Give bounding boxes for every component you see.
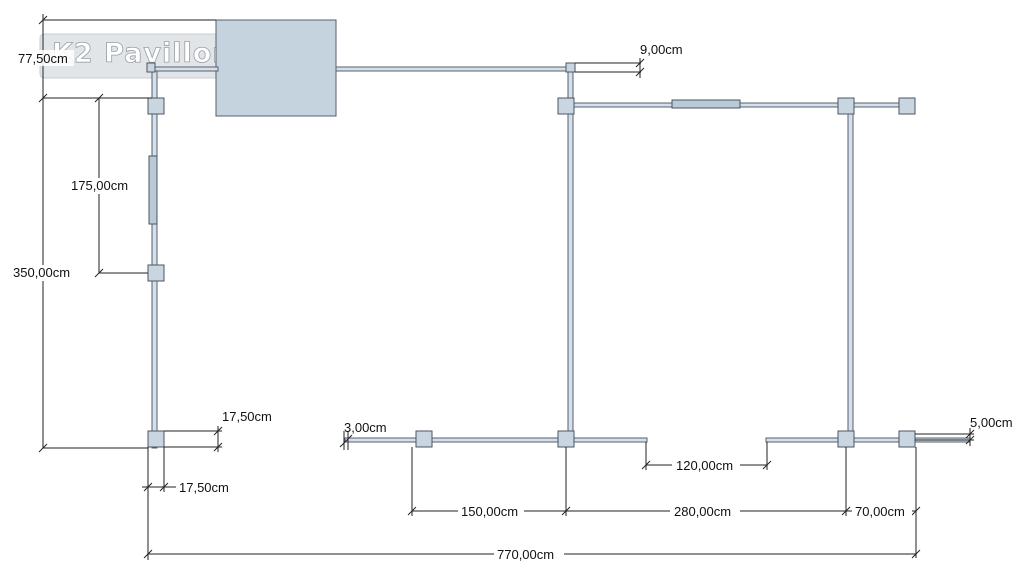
post-mid-top xyxy=(557,97,575,115)
logo-text: K2 Pavillon xyxy=(52,38,233,69)
label-segment-middle: 280,00cm xyxy=(674,504,731,519)
posts xyxy=(146,62,916,448)
post-bottom-right xyxy=(837,430,855,448)
label-top-gap: 9,00cm xyxy=(640,42,683,57)
label-right-stub: 5,00cm xyxy=(970,415,1013,430)
post-left-upper xyxy=(147,97,165,115)
window-top xyxy=(671,99,741,109)
logo: K2 Pavillon xyxy=(39,33,272,79)
window-left xyxy=(148,155,158,225)
windows xyxy=(148,99,741,225)
post-far-right-top xyxy=(898,97,916,115)
pavilion-block xyxy=(215,19,337,117)
post-small-gap xyxy=(565,62,576,73)
wall-bottom-right xyxy=(765,437,909,443)
post-bottom-left xyxy=(415,430,433,448)
post-small-top xyxy=(146,62,156,73)
label-total-width: 770,00cm xyxy=(497,547,554,562)
label-left-height: 350,00cm xyxy=(13,265,70,280)
label-post-size-bottom: 17,50cm xyxy=(179,480,229,495)
wall-bottom-left xyxy=(344,437,648,443)
label-window-section: 175,00cm xyxy=(71,178,128,193)
dimension-lines xyxy=(38,14,975,560)
label-top-left-offset: 77,50cm xyxy=(18,51,68,66)
label-segment-right: 70,00cm xyxy=(855,504,905,519)
label-left-stub: 3,00cm xyxy=(344,420,387,435)
walls xyxy=(151,66,971,449)
wall-mid-vertical xyxy=(567,66,574,442)
label-segment-left: 150,00cm xyxy=(461,504,518,519)
wall-right-vertical xyxy=(847,102,854,442)
post-bottom-mid xyxy=(557,430,575,448)
post-left-bottom xyxy=(147,430,165,448)
label-door-opening: 120,00cm xyxy=(676,458,733,473)
post-bottom-far-right xyxy=(898,430,916,448)
label-post-size-right: 17,50cm xyxy=(222,409,272,424)
post-right-top xyxy=(837,97,855,115)
wall-top-beam xyxy=(335,66,572,72)
wall-left xyxy=(151,69,158,449)
post-left-middle xyxy=(147,264,165,282)
wall-top-connector xyxy=(151,66,219,72)
dimension-labels: 77,50cm 9,00cm 175,00cm 350,00cm 17,50cm… xyxy=(12,42,1013,562)
